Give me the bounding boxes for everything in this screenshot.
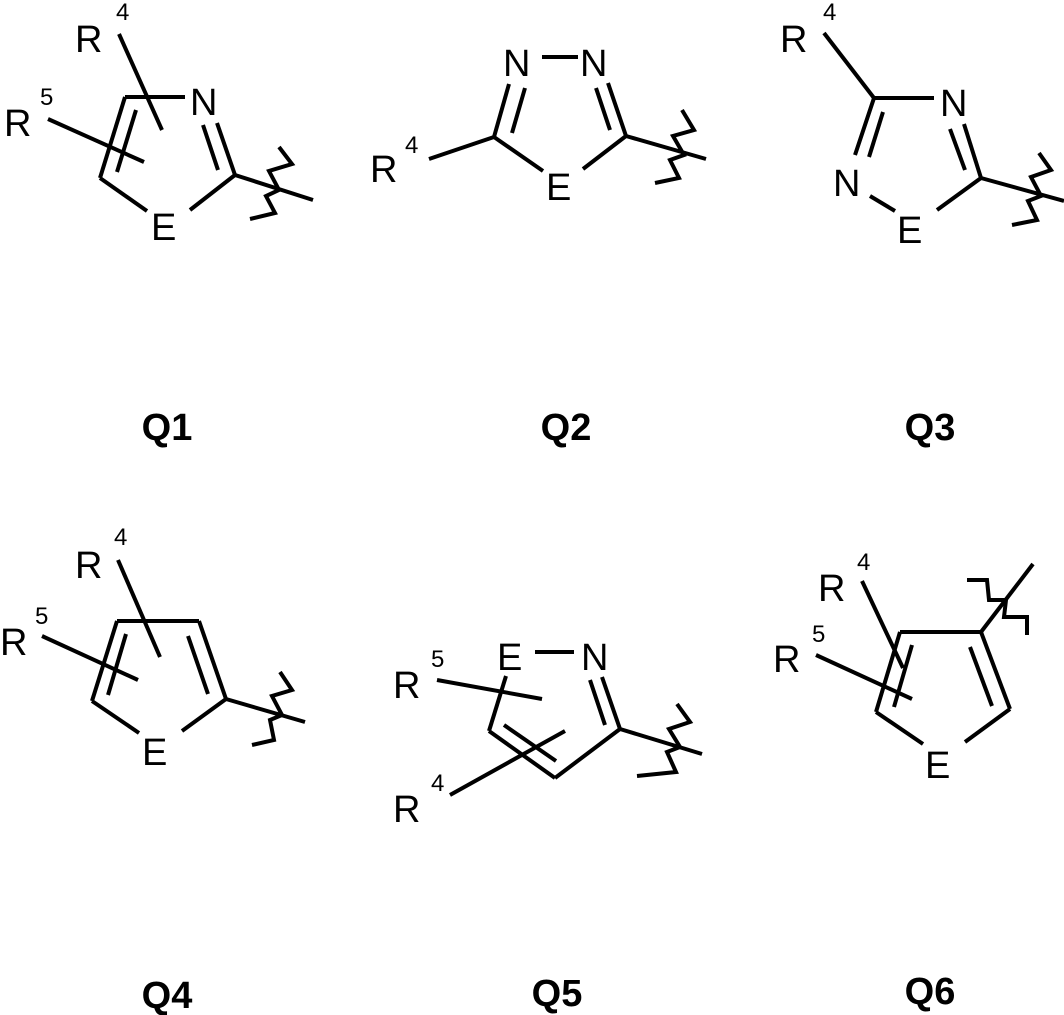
structure-q5: E N R 5 R 4 Q5 [393,637,703,1015]
structure-q3: N N E R 4 Q3 [780,0,1064,449]
q3-r4-sup: 4 [823,0,836,26]
q2-atom-n2: N [580,43,607,85]
q6-r5-sup: 5 [812,621,825,648]
q5-r5: R [393,665,420,707]
structure-q1: N E R 4 R 5 Q1 [4,0,314,449]
q6-r4: R [818,568,845,610]
q4-label: Q4 [142,975,193,1015]
q3-label: Q3 [905,407,956,449]
q1-r4: R [75,19,102,61]
q4-r4-sup: 4 [114,524,127,551]
q1-atom-e: E [151,207,176,249]
q2-atom-n1: N [503,43,530,85]
q5-r4-sup: 4 [431,770,444,797]
q1-label: Q1 [142,407,193,449]
structure-q6: E R 4 R 5 Q6 [773,549,1035,1013]
q4-r5-sup: 5 [35,603,48,630]
q3-r4: R [780,19,807,61]
q5-r5-sup: 5 [431,646,444,673]
q3-atom-n2: N [833,163,860,205]
q6-r4-sup: 4 [857,549,870,576]
q6-atom-e: E [925,745,950,787]
q2-atom-e: E [546,167,571,209]
q5-atom-e: E [497,637,522,679]
q5-atom-n: N [581,637,608,679]
q4-r5: R [0,622,27,664]
q1-atom-n: N [190,82,217,124]
q1-r4-sup: 4 [116,0,129,26]
structure-q2: N N E R 4 Q2 [370,43,707,449]
q2-label: Q2 [541,407,592,449]
q2-r4-sup: 4 [405,132,418,159]
q5-label: Q5 [532,973,583,1015]
q3-atom-n1: N [940,83,967,125]
q1-r5-sup: 5 [40,84,53,111]
q5-r4: R [393,789,420,831]
q2-r4: R [370,149,397,191]
q6-label: Q6 [905,971,956,1013]
q1-r5: R [4,103,31,145]
q4-r4: R [75,545,102,587]
q4-atom-e: E [142,732,167,774]
structure-q4: E R 4 R 5 Q4 [0,524,306,1015]
q3-atom-e: E [897,210,922,252]
q6-r5: R [773,639,800,681]
